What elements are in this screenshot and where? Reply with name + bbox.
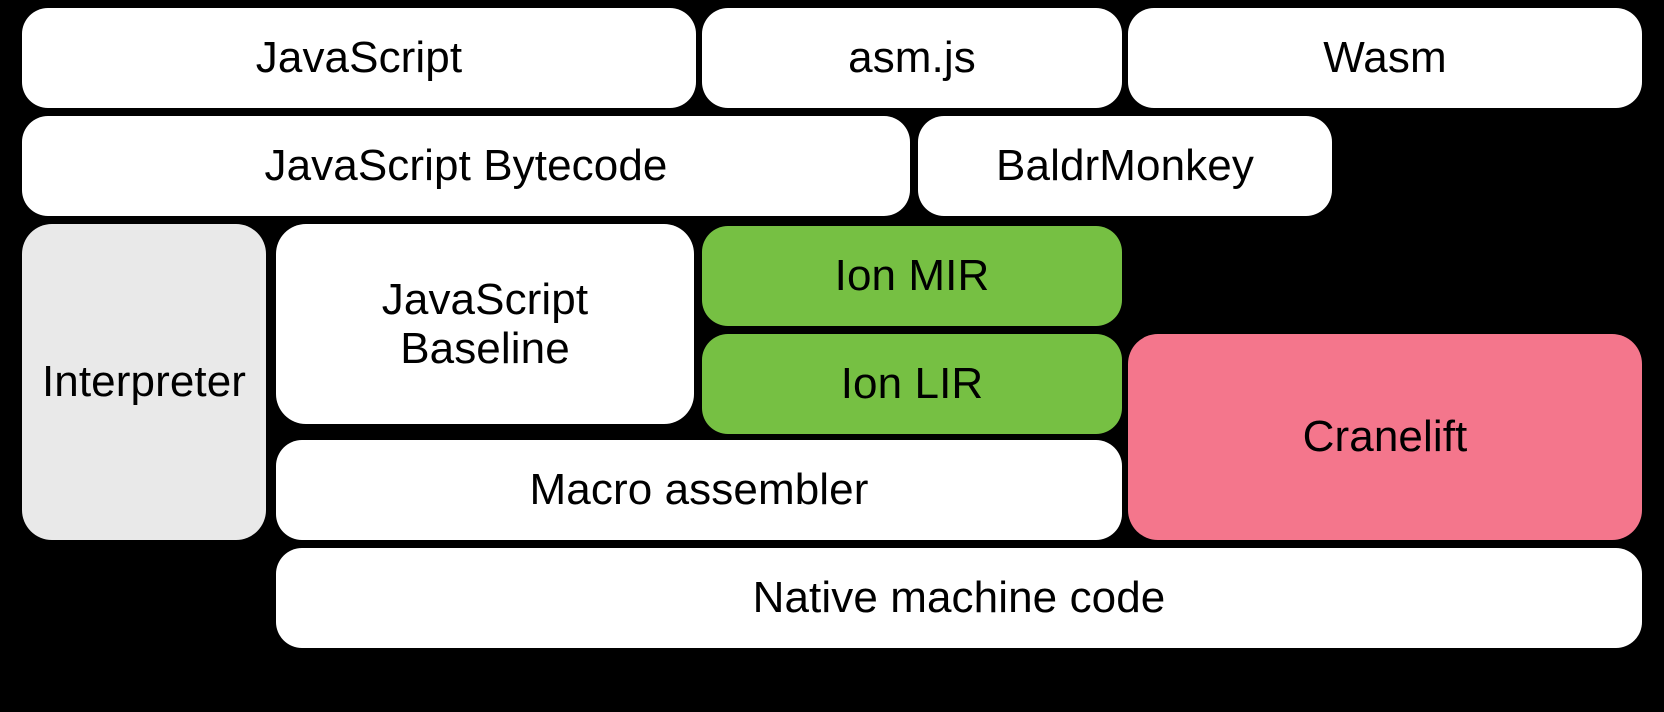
node-asm-js[interactable]: asm.js xyxy=(702,8,1122,108)
node-macro-assembler[interactable]: Macro assembler xyxy=(276,440,1122,540)
node-interpreter[interactable]: Interpreter xyxy=(22,224,266,540)
node-ion-mir[interactable]: Ion MIR xyxy=(702,226,1122,326)
node-javascript-baseline[interactable]: JavaScript Baseline xyxy=(276,224,694,424)
node-ion-lir[interactable]: Ion LIR xyxy=(702,334,1122,434)
node-baldrmonkey[interactable]: BaldrMonkey xyxy=(918,116,1332,216)
node-javascript-bytecode[interactable]: JavaScript Bytecode xyxy=(22,116,910,216)
node-wasm[interactable]: Wasm xyxy=(1128,8,1642,108)
node-native-machine-code[interactable]: Native machine code xyxy=(276,548,1642,648)
node-cranelift[interactable]: Cranelift xyxy=(1128,334,1642,540)
node-javascript[interactable]: JavaScript xyxy=(22,8,696,108)
